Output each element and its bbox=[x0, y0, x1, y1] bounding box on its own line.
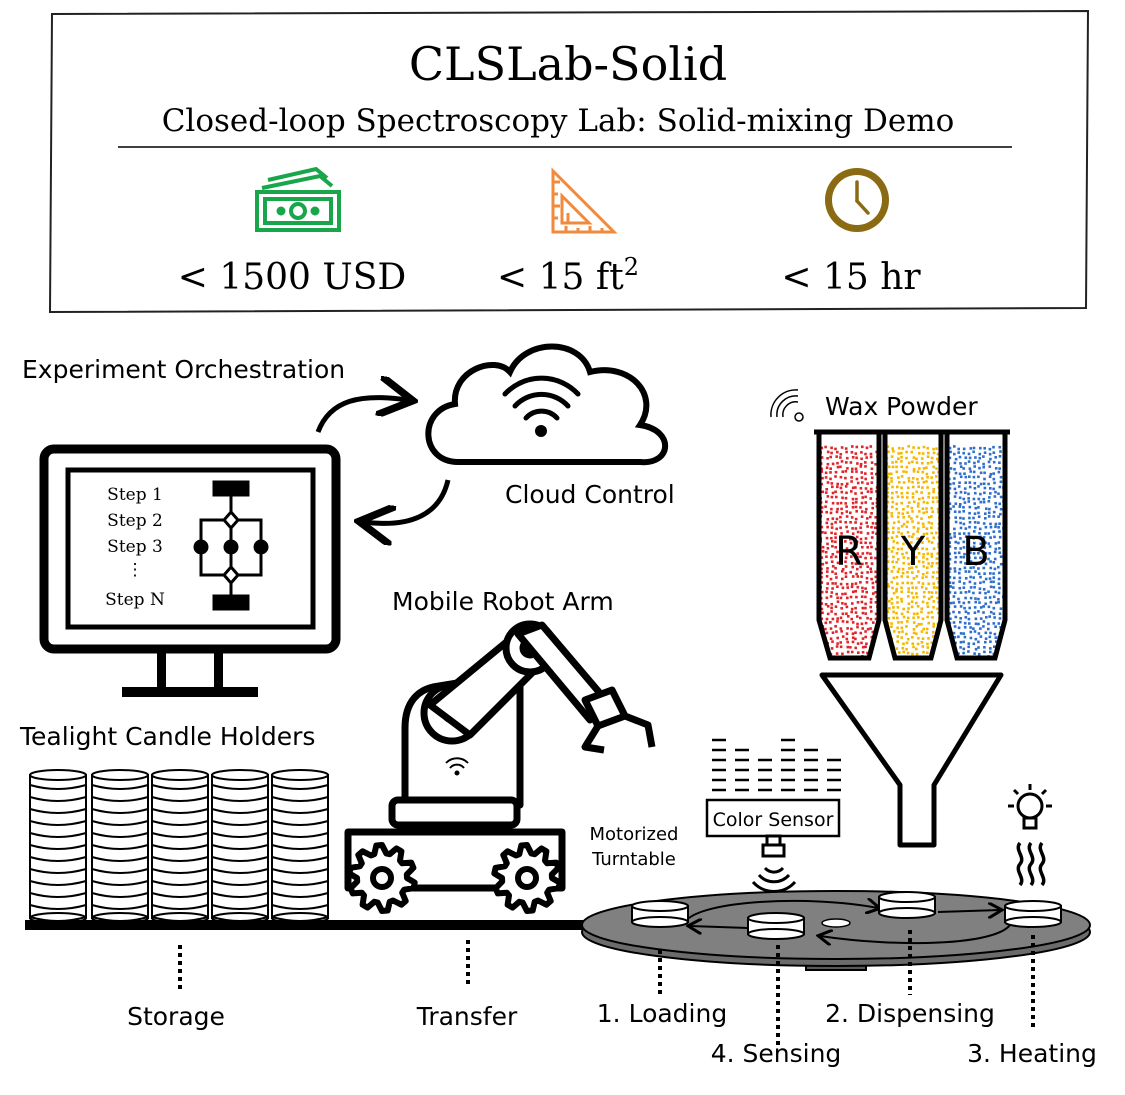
sensor-probe bbox=[761, 834, 786, 858]
robot-wifi-icon bbox=[445, 757, 469, 776]
candle-stack bbox=[271, 769, 329, 924]
hopper-letters: R Y B bbox=[835, 529, 990, 575]
gear-icon bbox=[491, 842, 563, 914]
hopper-r bbox=[814, 429, 884, 661]
triangle-ruler-icon bbox=[551, 167, 618, 234]
arrow-from-cloud bbox=[364, 479, 451, 523]
tealight-cup bbox=[747, 912, 805, 940]
step-item: Step 3 bbox=[107, 537, 163, 557]
hopper-letter: R bbox=[835, 529, 863, 575]
lightbulb-icon bbox=[1008, 784, 1052, 830]
tealight-cup bbox=[631, 900, 689, 928]
turntable-cups bbox=[631, 891, 1062, 940]
stage-loading-label: 1. Loading bbox=[597, 999, 727, 1028]
tealight-holders-label: Tealight Candle Holders bbox=[19, 722, 315, 751]
powder-dots bbox=[947, 445, 1005, 658]
spectrum-bars-icon bbox=[712, 738, 841, 792]
stage-dispensing-label: 2. Dispensing bbox=[825, 999, 995, 1028]
funnel bbox=[819, 672, 1004, 848]
turntable-rotation-arrows bbox=[684, 901, 1011, 943]
heat-waves-icon bbox=[1016, 841, 1046, 887]
candle-stack bbox=[211, 769, 269, 924]
step-item: Step 1 bbox=[107, 485, 163, 505]
tealight-cup bbox=[1004, 900, 1062, 928]
stage-storage-label: Storage bbox=[127, 1002, 225, 1031]
step-item: Step N bbox=[105, 590, 165, 610]
wifi-icon bbox=[502, 375, 581, 421]
candle-stack bbox=[151, 769, 209, 924]
wax-powder-label: Wax Powder bbox=[825, 392, 978, 421]
hopper-b bbox=[942, 429, 1010, 661]
hopper-y bbox=[880, 429, 946, 661]
cloud-control-label: Cloud Control bbox=[505, 480, 675, 509]
flowchart-icon bbox=[193, 480, 269, 611]
header-title: CLSLab-Solid bbox=[409, 37, 727, 91]
wax-wifi-icon bbox=[770, 389, 804, 422]
step-item: ⋮ bbox=[127, 560, 144, 580]
experiment-orchestration-label: Experiment Orchestration bbox=[22, 355, 345, 384]
gear-icon bbox=[346, 842, 418, 914]
hopper-tubes bbox=[814, 429, 1010, 661]
mobile-robot-arm-label: Mobile Robot Arm bbox=[392, 587, 614, 616]
metric-cost: < 1500 USD bbox=[178, 257, 407, 298]
signal-waves-icon bbox=[751, 866, 797, 893]
turntable bbox=[581, 890, 1091, 971]
stage-sensing-label: 4. Sensing bbox=[711, 1039, 842, 1068]
ground-rail bbox=[25, 920, 595, 930]
step-item: Step 2 bbox=[107, 511, 163, 531]
header-box: CLSLab-Solid Closed-loop Spectroscopy La… bbox=[48, 9, 1090, 314]
hopper-letter: B bbox=[962, 529, 989, 575]
candle-stack bbox=[91, 769, 149, 924]
hopper-letter: Y bbox=[900, 529, 926, 575]
stage-leaders bbox=[178, 930, 1035, 1045]
stage-heating-label: 3. Heating bbox=[967, 1039, 1097, 1068]
computer-monitor bbox=[39, 444, 341, 697]
turntable-label-line2: Turntable bbox=[591, 849, 676, 870]
turntable-label-line1: Motorized bbox=[590, 824, 679, 845]
cloud-icon bbox=[425, 343, 669, 466]
candle-stack bbox=[29, 769, 87, 924]
candle-holder-stacks bbox=[29, 769, 329, 924]
step-list: Step 1 Step 2 Step 3 ⋮ Step N bbox=[105, 485, 165, 610]
clock-icon bbox=[825, 168, 889, 232]
arrow-to-cloud bbox=[315, 398, 408, 433]
color-sensor-box bbox=[705, 798, 841, 838]
metric-area: < 15 ft2 bbox=[497, 253, 639, 298]
metric-time: < 15 hr bbox=[781, 257, 921, 298]
stage-transfer-label: Transfer bbox=[416, 1002, 518, 1031]
money-icon bbox=[255, 166, 341, 232]
color-sensor-label: Color Sensor bbox=[713, 809, 834, 831]
header-subtitle: Closed-loop Spectroscopy Lab: Solid-mixi… bbox=[162, 103, 955, 139]
tealight-cup bbox=[878, 891, 936, 919]
stage-labels: Storage Transfer 1. Loading 2. Dispensin… bbox=[127, 999, 1097, 1068]
